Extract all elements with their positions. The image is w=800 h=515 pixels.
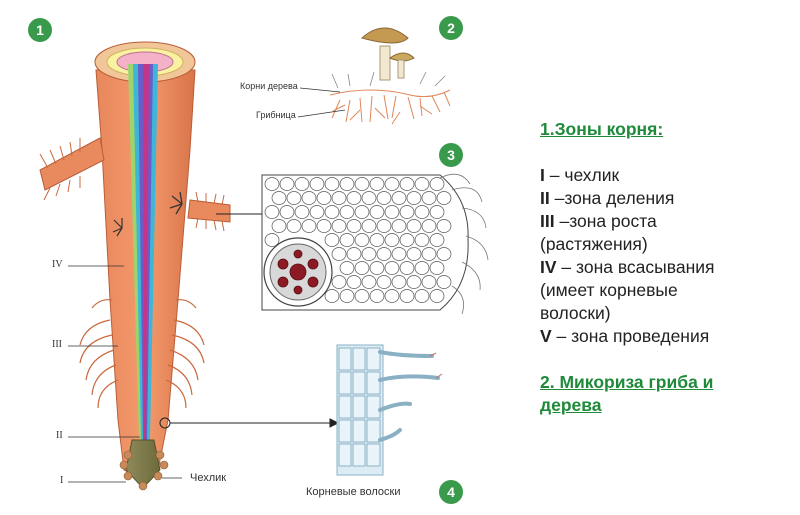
label-root-cap: Чехлик	[190, 472, 227, 484]
zones-heading: 1.Зоны корня:	[540, 119, 664, 139]
label-tree-roots: Корни дерева	[240, 81, 298, 91]
zone-item: IV – зона всасывания	[540, 257, 715, 277]
root-illustration	[39, 41, 340, 491]
badge-1: 1	[28, 18, 52, 42]
zone-item: волоски)	[540, 303, 611, 323]
root-cap	[125, 439, 161, 489]
label-zone-i: I	[60, 475, 64, 486]
label-zone-iv: IV	[52, 259, 63, 270]
zone-item: (растяжения)	[540, 234, 648, 254]
root-hairs-zone	[79, 299, 205, 409]
badge-4: 4	[439, 480, 463, 504]
label-mycelium: Грибница	[256, 110, 296, 120]
zones-text-panel: 1.Зоны корня: I – чехлик II –зона делени…	[540, 118, 790, 417]
mycorrhiza-illustration	[297, 27, 451, 125]
zone-item: III –зона роста	[540, 211, 657, 231]
label-root-hairs: Корневые волоски	[306, 486, 401, 498]
label-zone-ii: II	[56, 430, 63, 441]
root-hairs-illustration	[336, 344, 443, 476]
zone-item: (имеет корневые	[540, 280, 678, 300]
badge-2: 2	[439, 16, 463, 40]
zone-item: I – чехлик	[540, 165, 620, 185]
badge-3: 3	[439, 143, 463, 167]
root-cross-section-illustration	[261, 173, 489, 315]
zone-item: II –зона деления	[540, 188, 675, 208]
zone-item: V – зона проведения	[540, 326, 710, 346]
lateral-root	[39, 137, 105, 191]
label-zone-iii: III	[52, 339, 62, 350]
